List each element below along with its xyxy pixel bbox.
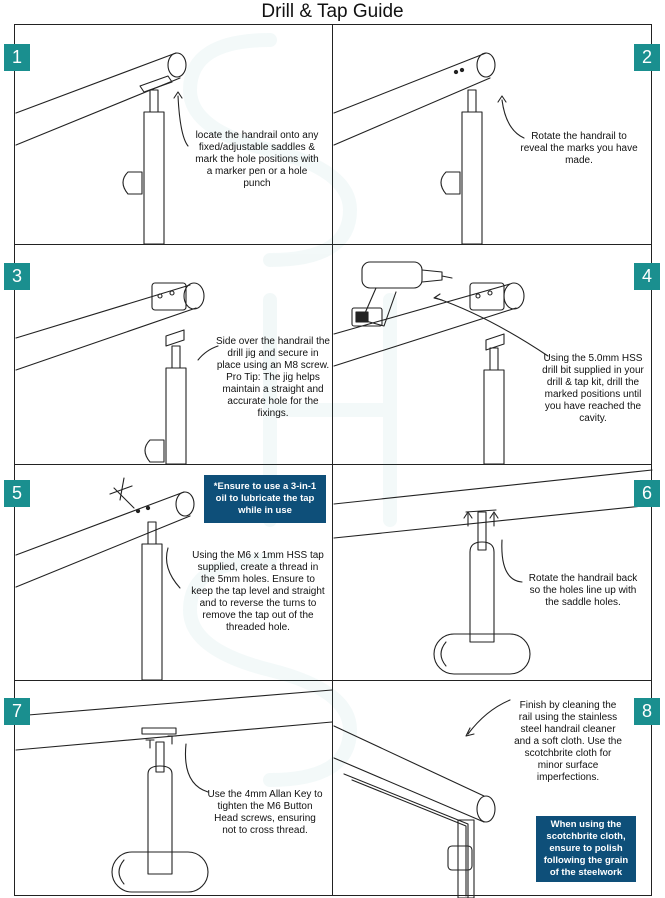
step-8-badge: 8 (634, 698, 660, 725)
panel-8-drawing (333, 699, 511, 898)
panel-2-drawing (333, 52, 525, 245)
step-3-pro-tip: Pro Tip: The jig helps maintain a straig… (222, 372, 324, 419)
panel-3-drawing (15, 282, 219, 465)
step-4-badge: 4 (634, 263, 660, 290)
step-6-caption: Rotate the handrail back so the holes li… (528, 573, 638, 608)
row-divider-1 (14, 244, 652, 245)
step-7-caption: Use the 4mm Allan Key to tighten the M6 … (207, 789, 323, 836)
column-divider (332, 24, 333, 896)
step-5-caption: Using the M6 x 1mm HSS tap supplied, cre… (191, 550, 325, 633)
panel-4-drawing (333, 261, 549, 465)
step-8-caption: Finish by cleaning the rail using the st… (514, 700, 622, 783)
step-2-caption: Rotate the handrail to reveal the marks … (520, 131, 638, 166)
step-7-badge: 7 (4, 698, 30, 725)
steps-grid (14, 24, 652, 896)
row-divider-2 (14, 464, 652, 465)
step-6-badge: 6 (634, 480, 660, 507)
step-2-badge: 2 (634, 44, 660, 71)
step-5-oil-callout: *Ensure to use a 3-in-1 oil to lubricate… (204, 475, 326, 523)
panel-7-drawing (15, 689, 333, 893)
step-1-caption: locate the handrail onto any fixed/adjus… (195, 130, 319, 189)
row-divider-3 (14, 680, 652, 681)
step-4-caption: Using the 5.0mm HSS drill bit supplied i… (542, 353, 644, 424)
step-5-badge: 5 (4, 480, 30, 507)
step-3-text: Side over the handrail the drill jig and… (216, 336, 330, 371)
page-title: Drill & Tap Guide (261, 1, 404, 22)
panel-6-drawing (333, 469, 653, 675)
step-1-badge: 1 (4, 44, 30, 71)
panel-5-drawing (15, 477, 195, 681)
panel-1-drawing (15, 52, 189, 245)
step-3-badge: 3 (4, 263, 30, 290)
step-3-caption: Side over the handrail the drill jig and… (216, 336, 330, 420)
step-8-scotchbrite-callout: When using the scotchbrite cloth, ensure… (536, 816, 636, 882)
